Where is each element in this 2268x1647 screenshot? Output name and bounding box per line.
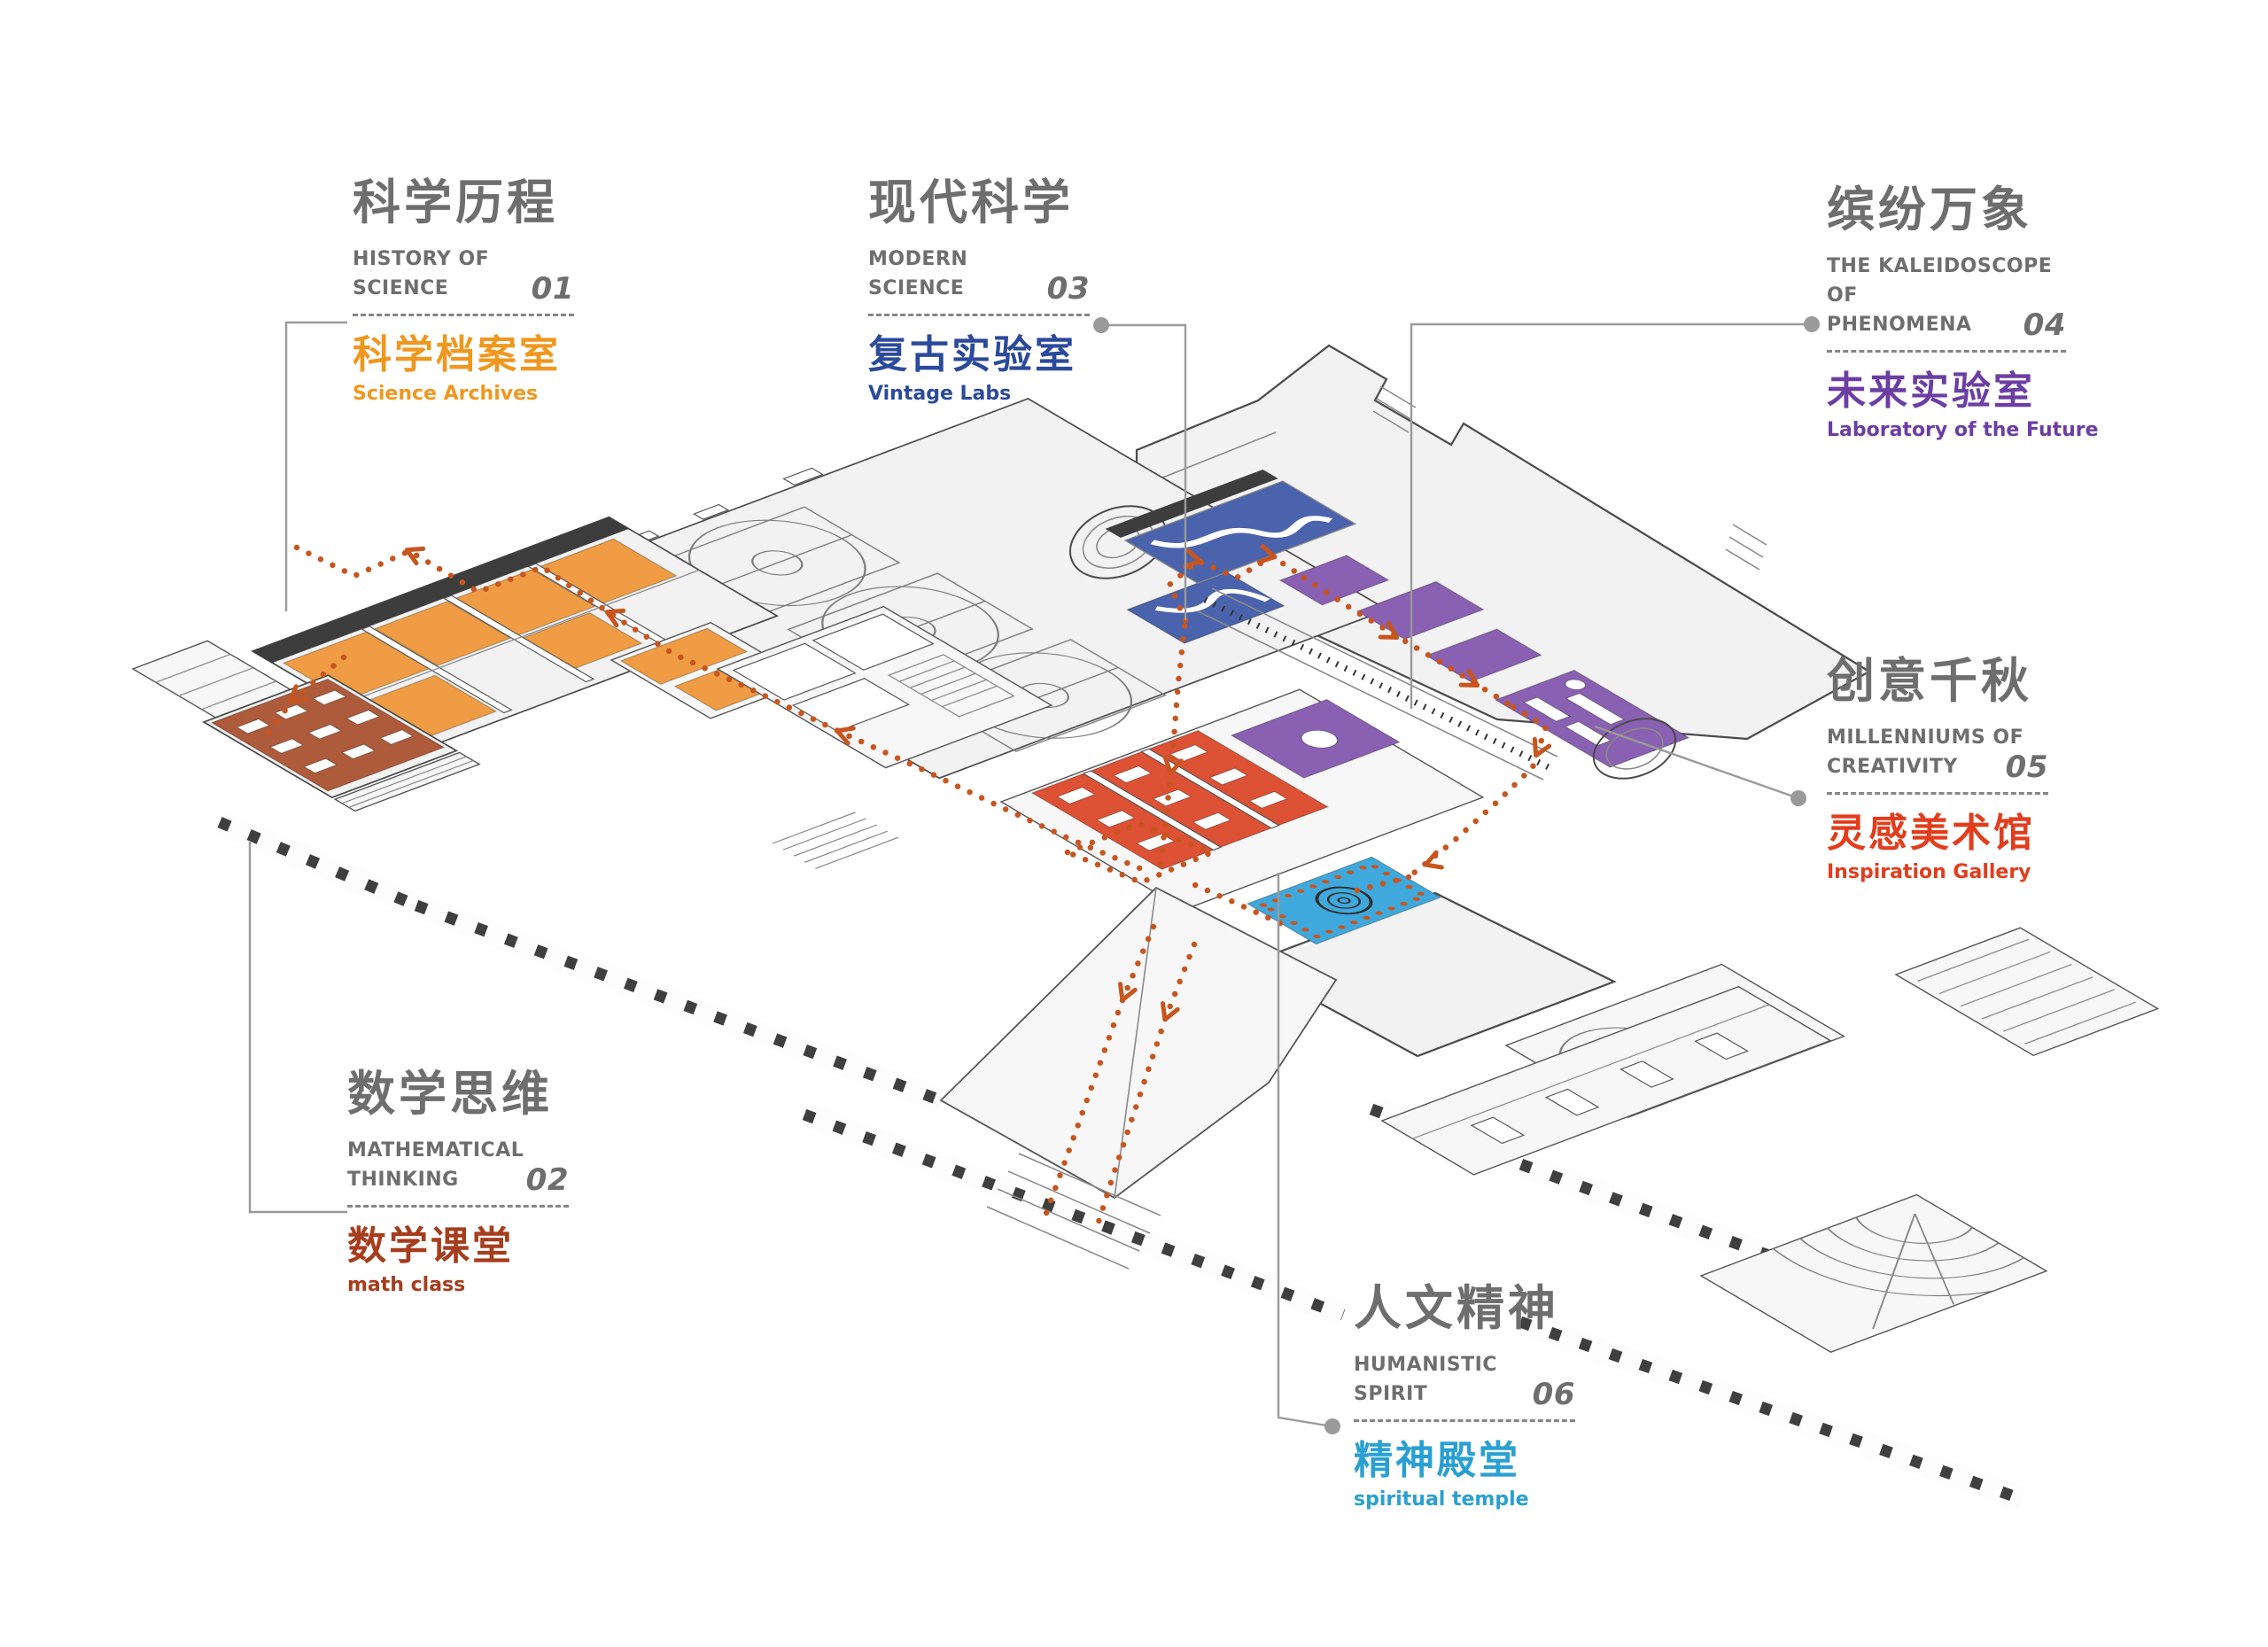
zone-number: 06	[1532, 1376, 1575, 1412]
temple-medallion	[1315, 886, 1373, 915]
lab-benches	[1523, 679, 1625, 746]
leader-dot	[1324, 1418, 1340, 1434]
zone-title-cjk: 创意千秋	[1827, 653, 2032, 709]
leader-lines	[248, 316, 1820, 1434]
zone-subtitle-en: math class	[347, 1274, 466, 1296]
route-arrows	[288, 543, 1552, 1022]
dashed-separator	[353, 314, 574, 316]
zone-subtitle-cjk: 数学课堂	[347, 1224, 514, 1269]
math-classroom	[202, 674, 481, 812]
zone-subtitle-cjk: 复古实验室	[868, 332, 1076, 377]
zone-title-cjk: 现代科学	[868, 175, 1074, 230]
zone-subtitle-en: spiritual temple	[1354, 1488, 1529, 1511]
louvered-rooms	[1894, 927, 2160, 1057]
dark-wall-voids	[252, 517, 629, 664]
zone-subtitle-en: Science Archives	[353, 383, 539, 405]
dashed-separator	[868, 314, 1090, 316]
gym-outdoor-stair	[772, 812, 899, 869]
facade-windows	[214, 811, 2026, 1511]
zone-subtitle-cjk: 灵感美术馆	[1827, 811, 2035, 856]
dashed-separator	[1827, 792, 2048, 795]
zone-title-cjk: 人文精神	[1354, 1280, 1559, 1336]
colonnade	[1197, 587, 1558, 781]
gallery-tables	[1056, 744, 1288, 851]
spiral-tower	[1068, 505, 1168, 579]
dashed-separator	[347, 1205, 569, 1208]
pavilion-octagon	[1592, 718, 1677, 780]
leader-dot	[1093, 317, 1109, 333]
right-wing	[1245, 891, 2160, 1353]
zone-number: 04	[2023, 307, 2066, 343]
leader-dot	[1804, 316, 1820, 332]
zone-number: 03	[1046, 270, 1090, 307]
south-corridor	[1380, 985, 1832, 1176]
zone-subtitle-en: Laboratory of the Future	[1827, 419, 2099, 441]
zone-number: 01	[531, 270, 574, 307]
zone-subtitle-cjk: 未来实验室	[1827, 369, 2035, 414]
classroom-desks	[236, 689, 414, 774]
zone-title-cjk: 科学历程	[353, 175, 558, 230]
link-block	[716, 605, 1053, 769]
entrance-stairs	[986, 1153, 1161, 1270]
dashed-separator	[1354, 1419, 1575, 1422]
vintage-labs	[1105, 469, 1357, 644]
zone-number: 05	[2005, 749, 2048, 785]
inspiration-gallery-room	[1030, 729, 1330, 870]
stair-hall	[887, 654, 1015, 718]
zone-subtitle-cjk: 精神殿堂	[1354, 1438, 1520, 1483]
zone-subtitle-en: Inspiration Gallery	[1827, 861, 2031, 883]
lab-track	[1150, 516, 1333, 548]
visitor-route-dotted-path	[264, 543, 1552, 1237]
zone-subtitle-en: Vintage Labs	[868, 383, 1012, 405]
zone-title-cjk: 缤纷万象	[1827, 182, 2032, 237]
dashed-separator	[1827, 350, 2066, 353]
zone-title-cjk: 数学思维	[347, 1066, 553, 1122]
leader-dot	[1790, 790, 1806, 806]
entrance-canopy	[939, 886, 1338, 1200]
science-archives-wing	[251, 516, 780, 751]
zone-number: 02	[525, 1161, 569, 1198]
zone-subtitle-cjk: 科学档案室	[353, 332, 561, 377]
